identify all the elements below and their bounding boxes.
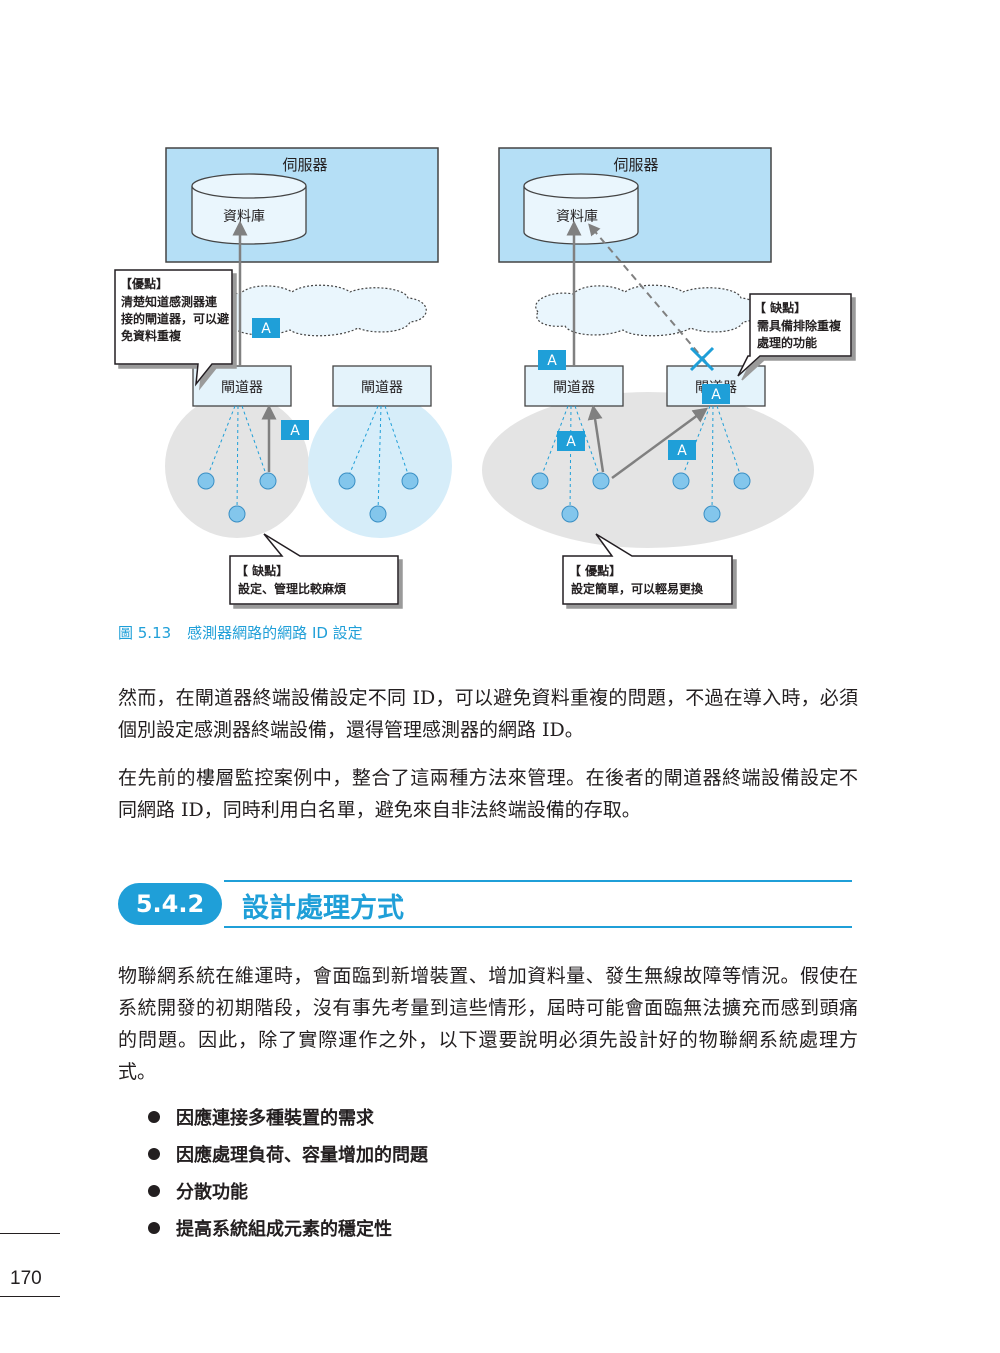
network-id-tag	[538, 350, 566, 370]
data-arrow	[611, 407, 709, 480]
list-item-text: 提高系統組成元素的穩定性	[176, 1218, 392, 1240]
callout-line: 設定、管理比較麻煩	[238, 581, 347, 596]
callout-demerit	[737, 293, 852, 377]
database-label: 資料庫	[223, 208, 265, 225]
bullet-icon	[148, 1184, 160, 1197]
network-id-figure: 伺服器 資料庫 閘道器 閘道器	[114, 147, 852, 605]
sensor-node	[228, 505, 246, 523]
data-arrow	[587, 404, 605, 473]
gateway-label: 閘道器	[553, 380, 595, 396]
list-item: 因應處理負荷、容量增加的問題	[148, 1135, 428, 1172]
callout-line: 清楚知道感測器連	[121, 294, 218, 309]
callout-line: 設定簡單，可以輕易更換	[571, 581, 704, 596]
paragraph: 在先前的樓層監控案例中，整合了這兩種方法來管理。在後者的閘道器終端設備設定不同網…	[118, 767, 858, 821]
gateway-label: 閘道器	[361, 380, 403, 396]
callout-title: 【 缺點】	[236, 563, 288, 578]
database-label: 資料庫	[556, 208, 598, 225]
blocked-arrow	[588, 223, 707, 363]
callout-merit	[562, 533, 733, 605]
list-item-text: 因應連接多種裝置的需求	[176, 1107, 374, 1129]
callout-line: 接的閘道器，可以避	[121, 311, 229, 326]
network-id-tag-label: A	[711, 387, 721, 403]
server-label: 伺服器	[282, 156, 327, 174]
callout-demerit	[229, 533, 399, 605]
database-icon	[191, 173, 307, 245]
sensor-links	[205, 405, 411, 513]
gateway-box	[524, 365, 624, 407]
bullet-icon	[148, 1147, 160, 1160]
heading-rule	[224, 926, 852, 928]
network-id-tag-label: A	[547, 353, 557, 369]
callout-line: 處理的功能	[757, 335, 817, 350]
sensor-node	[703, 505, 721, 523]
callout-title: 【 缺點】	[754, 300, 806, 315]
sensor-node	[401, 472, 419, 490]
list-item-text: 分散功能	[176, 1181, 248, 1203]
list-item: 分散功能	[148, 1172, 428, 1209]
sensor-node	[592, 472, 610, 490]
sensor-node	[338, 472, 356, 490]
caption-number: 圖 5.13	[118, 624, 172, 642]
section-number: 5.4.2	[118, 883, 222, 925]
bullet-list: 因應連接多種裝置的需求 因應處理負荷、容量增加的問題 分散功能 提高系統組成元素…	[148, 1098, 428, 1246]
figure-caption: 圖 5.13 感測器網路的網路 ID 設定	[118, 622, 363, 643]
section-heading: 5.4.2 設計處理方式	[118, 880, 852, 928]
sensor-node	[531, 472, 549, 490]
callout-merit	[114, 269, 233, 387]
callout-line: 免資料重複	[121, 328, 182, 343]
sensor-node	[672, 472, 690, 490]
network-id-tag-label: A	[566, 434, 576, 450]
network-id-tag	[281, 420, 309, 440]
gateway-box	[332, 365, 432, 407]
right-diagram: 伺服器 資料庫 閘道器 閘道器	[482, 147, 852, 605]
sensor-node	[561, 505, 579, 523]
sensor-node	[369, 505, 387, 523]
list-item: 提高系統組成元素的穩定性	[148, 1209, 428, 1246]
network-id-tag	[252, 318, 280, 338]
sensor-node	[197, 472, 215, 490]
list-item-text: 因應處理負荷、容量增加的問題	[176, 1144, 428, 1166]
page-number: 170	[10, 1268, 42, 1289]
callout-line: 需具備排除重複	[757, 318, 842, 333]
sensor-area-gray	[482, 392, 814, 548]
network-id-tag	[702, 384, 730, 404]
paragraph: 物聯網系統在維運時，會面臨到新增裝置、增加資料量、發生無線故障等情況。假使在系統…	[118, 965, 858, 1083]
heading-rule	[224, 880, 852, 882]
network-id-tag-label: A	[261, 321, 271, 337]
left-diagram: 伺服器 資料庫 閘道器 閘道器	[114, 147, 452, 605]
sensor-node	[259, 472, 277, 490]
network-id-tag-label: A	[290, 423, 300, 439]
sensor-node	[733, 472, 751, 490]
page-number-box: 170	[0, 1233, 60, 1297]
caption-text: 感測器網路的網路 ID 設定	[187, 624, 363, 642]
server-label: 伺服器	[613, 156, 658, 174]
section-title: 設計處理方式	[242, 893, 404, 924]
bullet-icon	[148, 1110, 160, 1123]
gateway-label: 閘道器	[221, 380, 263, 396]
callout-title: 【優點】	[120, 276, 168, 291]
bullet-icon	[148, 1221, 160, 1234]
network-id-tag	[668, 440, 696, 460]
database-icon	[523, 173, 639, 245]
callout-title: 【 優點】	[569, 563, 621, 578]
network-id-tag	[557, 431, 585, 451]
cloud-shape	[202, 284, 427, 337]
sensor-area-blue	[308, 394, 452, 538]
cross-icon	[689, 346, 715, 372]
paragraph: 然而，在閘道器終端設備設定不同 ID，可以避免資料重複的問題，不過在導入時，必須…	[118, 687, 858, 741]
list-item: 因應連接多種裝置的需求	[148, 1098, 428, 1135]
network-id-tag-label: A	[677, 443, 687, 459]
